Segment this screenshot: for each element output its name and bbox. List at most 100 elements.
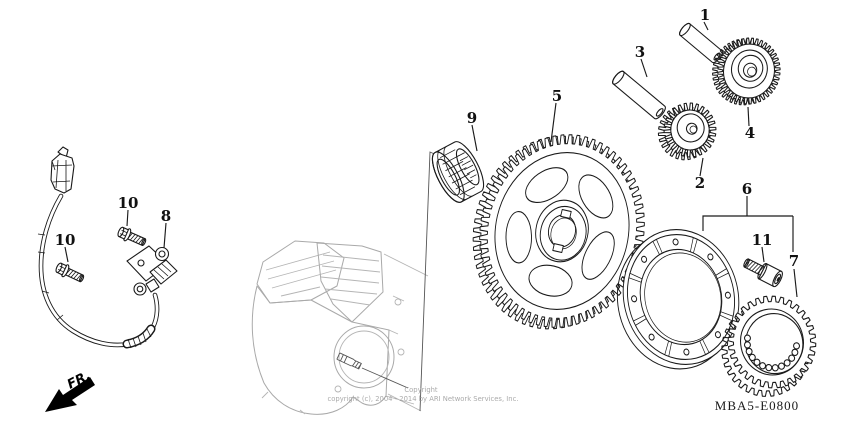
clutch6-hole [631,295,638,303]
callout-5[interactable]: 5 [552,87,562,105]
callout-3[interactable]: 3 [635,43,645,61]
clutch6-outer [622,229,740,365]
gear5-web-hole [525,167,569,203]
assembly-centerline [419,151,442,412]
sprag7-roller [748,353,756,362]
callout-10a[interactable]: 10 [118,194,139,212]
sprag7-roller [759,362,767,370]
sprag7-roller [771,364,779,372]
gear2-rim [670,109,710,151]
clutch6-hole [707,253,714,261]
callout-2[interactable]: 2 [695,174,705,192]
callout-8[interactable]: 8 [161,207,171,225]
clutch6-hole [648,333,655,341]
part-gear-4 [712,37,781,106]
callout-leaders [64,21,798,298]
gear5-spline-tab [560,208,572,219]
part-bolt-11 [743,258,783,288]
callout-10b[interactable]: 10 [55,231,76,249]
leader-7 [793,268,798,298]
gear5-web-hole [578,174,614,219]
callout-9[interactable]: 9 [467,109,477,127]
leader-4 [747,106,750,127]
pulse-generator-sensor [126,245,178,296]
clutch6-bore [644,252,722,343]
gear4-bore-depth [747,66,757,77]
clutch6-segment-line [664,340,669,355]
crankshaft-axis-line [361,367,409,389]
bolt10-head-face [117,226,125,238]
clutch6-hole [683,348,690,356]
bolt10-tip [79,274,85,283]
part-collar-3 [612,70,666,120]
callout-4[interactable]: 4 [745,124,755,142]
engine-boss-1 [394,298,402,306]
engine-clutch-cavity-inner [338,330,390,384]
gear4-face-ring [730,49,768,89]
bolt10-hex-lines [119,229,128,237]
clutch6-segment-line [629,272,643,280]
diagram-code: MBA5-E0800 [715,398,799,413]
crankshaft-stub [336,352,362,370]
leader-1 [703,21,709,31]
gear4-rim [723,43,775,99]
callout-6[interactable]: 6 [742,180,752,198]
engine-clutch-cavity [333,325,395,389]
gear4-recess [737,54,764,82]
sprag7-roller [753,358,761,366]
clutch6-hole [714,331,721,339]
sprag7-roller [791,348,799,357]
sprag7-roller [765,363,773,372]
pulse-generator-assembly [37,146,178,349]
callout-11[interactable]: 11 [752,231,773,249]
copyright-line2: copyright (c), 2004 - 2014 by ARI Networ… [327,395,518,403]
gear4-front [717,37,781,105]
leader-10a [126,209,129,227]
clutch6-segment-line [699,340,706,355]
clutch6-scaled [616,229,740,370]
part-needle-bearing-9 [431,141,485,203]
gear5-spline-tab [552,243,564,254]
engine-left-fins [265,251,337,297]
bolt10-hex-lines [58,265,66,273]
part-bolt-10b [55,262,85,283]
clutch6-segment-line [633,314,645,322]
clutch6-hole [724,291,731,299]
clutch6-segment-line [656,239,663,254]
gear5-hub-step [539,205,587,261]
clutch6-segment-line [628,277,642,283]
sprag7-roller [778,362,785,370]
leader-11 [761,246,765,263]
leader-8 [163,222,167,249]
engine-gasket-panel [383,253,429,412]
gear5-web-hole [505,211,532,264]
gear2-bore-depth [689,125,698,134]
gear2-front [663,102,717,158]
part-clutch-outer-6 [616,229,740,370]
callout-1[interactable]: 1 [700,6,710,24]
leader-9 [471,124,478,152]
clutch6-bore-chamfer [639,248,723,346]
wire-braid-hatch [127,328,152,349]
gear5-web-hole [528,264,573,297]
callout-7[interactable]: 7 [789,252,799,270]
clutch6-outer-step [626,233,736,361]
engine-boss-2 [397,348,405,356]
sprag7-roller [743,341,751,349]
clutch6-segment-line [719,314,733,322]
fr-arrow-icon [45,377,95,412]
leader-10b [64,246,69,263]
clutch6-hole [641,255,648,263]
engine-case [251,240,429,415]
sensor-ear-bottom [133,282,147,296]
clutch6-segment-line [715,268,727,276]
part-driven-gear-5 [472,134,645,330]
engine-detail-lines [261,295,405,415]
bearing-cage-rows [440,149,476,196]
part-gear-2 [657,102,717,161]
sprag7-roller [744,334,751,342]
bolt10-tip [141,238,147,246]
clutch6-segment-line [690,237,694,252]
sprag7-roller [783,359,791,367]
